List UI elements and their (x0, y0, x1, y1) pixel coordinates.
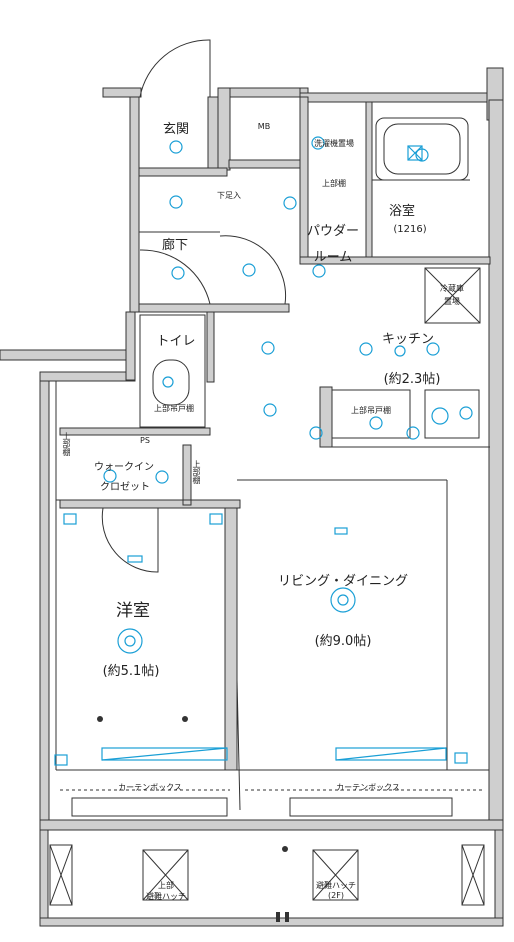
curtain-box-left-label: カーテンボックス (118, 783, 182, 792)
balcony-hatch-left-label-2: 避難ハッチ (146, 892, 186, 901)
entrance-label: 玄関 (162, 122, 190, 137)
fixtures (54, 136, 473, 766)
living-dining-size-label: (約9.0帖) (314, 634, 372, 649)
powder-room-label-2: ルーム (313, 250, 353, 265)
wic-label-1: ウォークイン (94, 462, 154, 473)
washer-label: 洗濯機置場 (314, 139, 354, 148)
toilet-label: トイレ (156, 334, 196, 349)
balcony-hatch-right-label-1: 避難ハッチ (316, 881, 356, 890)
western-room-size-label: (約5.1帖) (102, 664, 160, 679)
kitchen-size-label: (約2.3帖) (383, 372, 441, 387)
wic-label-2: クロゼット (100, 482, 150, 493)
toilet-shelf-label: 上部吊戸棚 (154, 404, 194, 413)
western-room-label: 洋室 (116, 601, 150, 621)
kitchen-label: キッチン (381, 332, 435, 347)
mb-label: MB (257, 122, 271, 131)
corridor-label: 廊下 (161, 238, 189, 253)
curtain-box-right-label: カーテンボックス (336, 783, 400, 792)
washer-note-label: 上部棚 (322, 179, 346, 188)
bath-size-label: (1216) (393, 224, 427, 235)
living-dining-label: リビング・ダイニング (277, 574, 409, 589)
walls (0, 67, 504, 927)
shoe-storage-label: 下足入 (217, 191, 241, 200)
upper-shelf-left-label: 上部棚 (62, 432, 71, 456)
ps-label: PS (140, 436, 150, 445)
fridge-label-1: 冷蔵庫 (440, 284, 464, 293)
bath-label: 浴室 (388, 204, 416, 219)
room-lines (49, 39, 490, 906)
upper-shelf-mid-label: 上部棚 (192, 460, 201, 484)
powder-room-label-1: パウダー (306, 224, 360, 239)
counter-shelf-label: 上部吊戸棚 (351, 406, 391, 415)
fridge-label-2: 置場 (444, 297, 460, 306)
balcony-hatch-left-label-1: 上部 (158, 881, 174, 890)
window-dots (97, 716, 289, 922)
balcony-hatch-right-label-2: (2F) (328, 891, 344, 900)
